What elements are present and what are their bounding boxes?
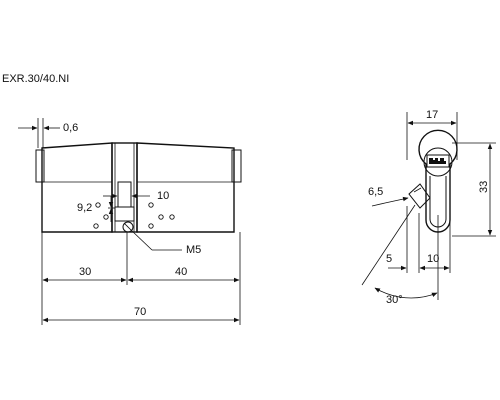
- dimension-profile-height: 33: [452, 142, 496, 237]
- dim-base-offset-label: 5: [386, 253, 392, 265]
- dimension-cam-width: 10: [103, 190, 169, 202]
- dim-offset-label: 0,6: [63, 122, 78, 134]
- dimension-offset: 0,6: [18, 118, 78, 148]
- screw-label: M5: [186, 244, 201, 256]
- dimension-cam-radius: 6,5: [368, 186, 409, 207]
- drawing-title: EXR.30/40.NI: [2, 73, 69, 85]
- dim-base-width-label: 10: [427, 253, 439, 265]
- dimension-base: 5 10: [386, 206, 451, 273]
- cylinder-side-view: [35, 142, 242, 233]
- dimension-angle: 30°: [361, 204, 439, 306]
- dim-profile-width-label: 17: [426, 109, 438, 121]
- dimension-total-length: 70: [42, 306, 240, 323]
- cylinder-profile-view: [408, 129, 458, 233]
- dim-cam-radius-label: 6,5: [368, 186, 383, 198]
- dim-right-length-label: 40: [175, 266, 187, 278]
- dim-left-length-label: 30: [79, 266, 91, 278]
- dim-total-length-label: 70: [134, 306, 146, 318]
- dim-profile-height-label: 33: [478, 181, 490, 193]
- screw-hole: [122, 221, 134, 233]
- dimension-lengths: 30 40: [41, 232, 241, 325]
- screw-leader: M5: [130, 229, 201, 256]
- dimension-profile-width: 17: [406, 109, 458, 160]
- dim-cam-height-label: 9,2: [77, 202, 92, 214]
- dimension-cam-height: 9,2: [77, 196, 115, 222]
- dim-cam-width-label: 10: [157, 190, 169, 202]
- dim-angle-label: 30°: [386, 294, 403, 306]
